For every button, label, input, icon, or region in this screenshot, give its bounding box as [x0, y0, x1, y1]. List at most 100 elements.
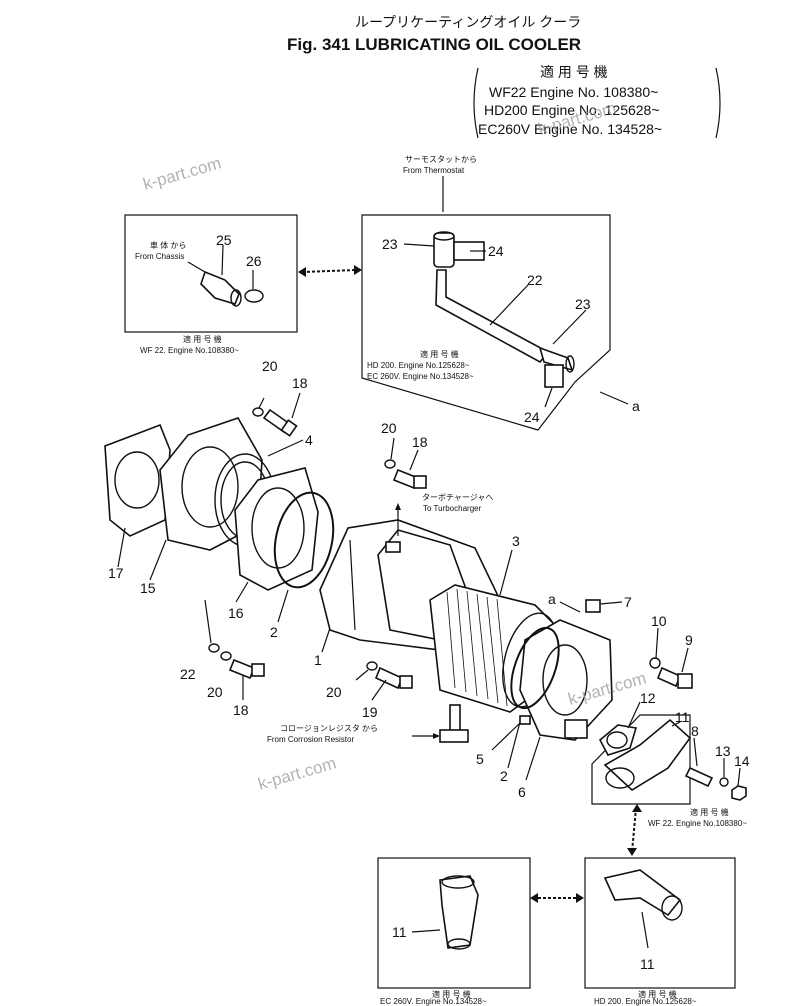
to-turbo-label: To Turbocharger: [423, 504, 482, 513]
callout-8: 8: [691, 723, 699, 739]
box4-apply-line: EC 260V. Engine No.134528~: [380, 997, 487, 1006]
turbo-note: ターボチャージャへ To Turbocharger: [395, 493, 493, 536]
box2-apply-jp: 適 用 号 機: [420, 349, 459, 359]
part-25-fitting: [200, 244, 242, 307]
part-26-clamp: [244, 270, 264, 303]
callout-11-box3: 11: [675, 709, 690, 725]
callout-20-c: 20: [381, 420, 397, 436]
callout-20-a: 20: [262, 358, 278, 374]
box1-apply-jp: 適 用 号 機: [183, 334, 222, 344]
part-7-plug: [585, 599, 623, 613]
washer-20-lower: [220, 651, 232, 661]
from-resistor-label: From Corrosion Resistor: [267, 735, 354, 744]
to-turbo-jp: ターボチャージャへ: [422, 493, 493, 502]
double-arrow-top: [298, 265, 362, 277]
callout-26: 26: [246, 253, 262, 269]
double-arrow-bottom: [530, 893, 584, 903]
callout-18-c: 18: [412, 434, 428, 450]
washer-20-upper: [252, 397, 265, 417]
part-11-elbow-ec260v: [411, 875, 479, 950]
washer-10: [649, 627, 661, 669]
callout-14: 14: [734, 753, 750, 769]
box5-apply-line: HD 200. Engine No.125628~: [594, 997, 697, 1006]
from-thermostat-jp: サーモスタットから: [405, 155, 477, 164]
box5-apply-jp: 適 用 号 機: [638, 989, 677, 999]
callout-7: 7: [624, 594, 632, 610]
applicability-block: 適 用 号 機 WF22 Engine No. 108380~ HD200 En…: [473, 64, 721, 139]
callout-19: 19: [362, 704, 378, 720]
callout-23-top: 23: [382, 236, 398, 252]
from-thermostat-label: From Thermostat: [403, 166, 465, 175]
callout-20-d: 20: [326, 684, 342, 700]
from-chassis-jp: 車 体 から: [150, 240, 186, 250]
callout-a-top: a: [632, 398, 640, 414]
callout-20-b: 20: [207, 684, 223, 700]
inset-box-from-thermostat: サーモスタットから From Thermostat 23 24 22 23 24…: [361, 155, 640, 431]
from-chassis-label: From Chassis: [135, 252, 184, 261]
part-2-o-ring-left: [273, 491, 335, 623]
box1-apply-line: WF 22. Engine No.108380~: [140, 346, 239, 355]
watermark-1: k-part.com: [141, 153, 223, 193]
washer-13: [719, 758, 729, 787]
inset-box-ec260v: 11 適 用 号 機 EC 260V. Engine No.134528~: [377, 857, 531, 1006]
part-23-elbow-top: [433, 231, 485, 268]
title-japanese: ループリケーティングオイル クーラ: [355, 14, 581, 30]
callout-4: 4: [305, 432, 313, 448]
callout-9: 9: [685, 632, 693, 648]
bolt-19: [371, 666, 413, 701]
callout-2-right: 2: [500, 768, 508, 784]
callout-22-washer: 22: [180, 666, 196, 682]
callout-11-ec260v: 11: [392, 924, 407, 940]
callout-22: 22: [527, 272, 543, 288]
callout-16: 16: [228, 605, 244, 621]
box3-apply-jp: 適 用 号 機: [690, 807, 729, 817]
applicability-heading: 適 用 号 機: [540, 64, 608, 80]
inset-box-hd200: 11 適 用 号 機 HD 200. Engine No.125628~: [584, 857, 736, 1006]
callout-18-a: 18: [292, 375, 308, 391]
callout-10: 10: [651, 613, 667, 629]
part-5-plug: [491, 715, 531, 751]
box4-apply-jp: 適 用 号 機: [432, 989, 471, 999]
callout-5: 5: [476, 751, 484, 767]
part-23-24-fitting-bottom: [538, 346, 575, 388]
callout-12: 12: [640, 690, 656, 706]
inset-box-outlet: 12 11 8 13 14 適 用 号 機 WF 22. Engine No.1…: [591, 690, 750, 828]
inset-box-from-chassis: 車 体 から From Chassis 25 26 適 用 号 機 WF 22.…: [124, 214, 298, 355]
part-12-gasket: [598, 701, 641, 756]
washer-20-d: [355, 661, 378, 681]
callout-24-bottom: 24: [524, 409, 540, 425]
callout-2-left: 2: [270, 624, 278, 640]
callout-a-lower: a: [548, 591, 556, 607]
box2-apply-line-1: HD 200. Engine No.125628~: [367, 361, 470, 370]
part-2-o-ring-right: [507, 626, 560, 769]
bolt-18-upper: [262, 392, 301, 437]
nut-14: [731, 767, 747, 801]
callout-15: 15: [140, 580, 156, 596]
bolt-9: [656, 647, 693, 689]
bolt-18-lower: [228, 658, 265, 700]
callout-13: 13: [715, 743, 731, 759]
bolt-8: [684, 737, 714, 788]
callout-24-top: 24: [488, 243, 504, 259]
box3-apply-line: WF 22. Engine No.108380~: [648, 819, 747, 828]
callout-1: 1: [314, 652, 322, 668]
applicability-line-wf22: WF22 Engine No. 108380~: [489, 84, 658, 100]
part-11-elbow-box3: [603, 718, 692, 791]
callout-23-bottom: 23: [575, 296, 591, 312]
watermark-4: k-part.com: [256, 753, 338, 793]
callout-17: 17: [108, 565, 124, 581]
bolt-18-housing: [392, 449, 427, 490]
figure-title: Fig. 341 LUBRICATING OIL COOLER: [287, 35, 581, 54]
callout-3: 3: [512, 533, 520, 549]
from-resistor-jp: コロージョンレジスタ から: [280, 724, 378, 733]
part-6-rear-cover: [519, 619, 613, 781]
callout-18-b: 18: [233, 702, 249, 718]
corrosion-resistor-fitting: コロージョンレジスタ から From Corrosion Resistor: [267, 704, 469, 744]
washer-20-housing: [384, 437, 396, 469]
double-arrow-vertical: [627, 804, 642, 856]
box2-apply-line-2: EC 260V. Engine No.134528~: [367, 372, 474, 381]
callout-a-arrow: a: [548, 591, 581, 613]
washer-22: [204, 599, 220, 653]
callout-6: 6: [518, 784, 526, 800]
